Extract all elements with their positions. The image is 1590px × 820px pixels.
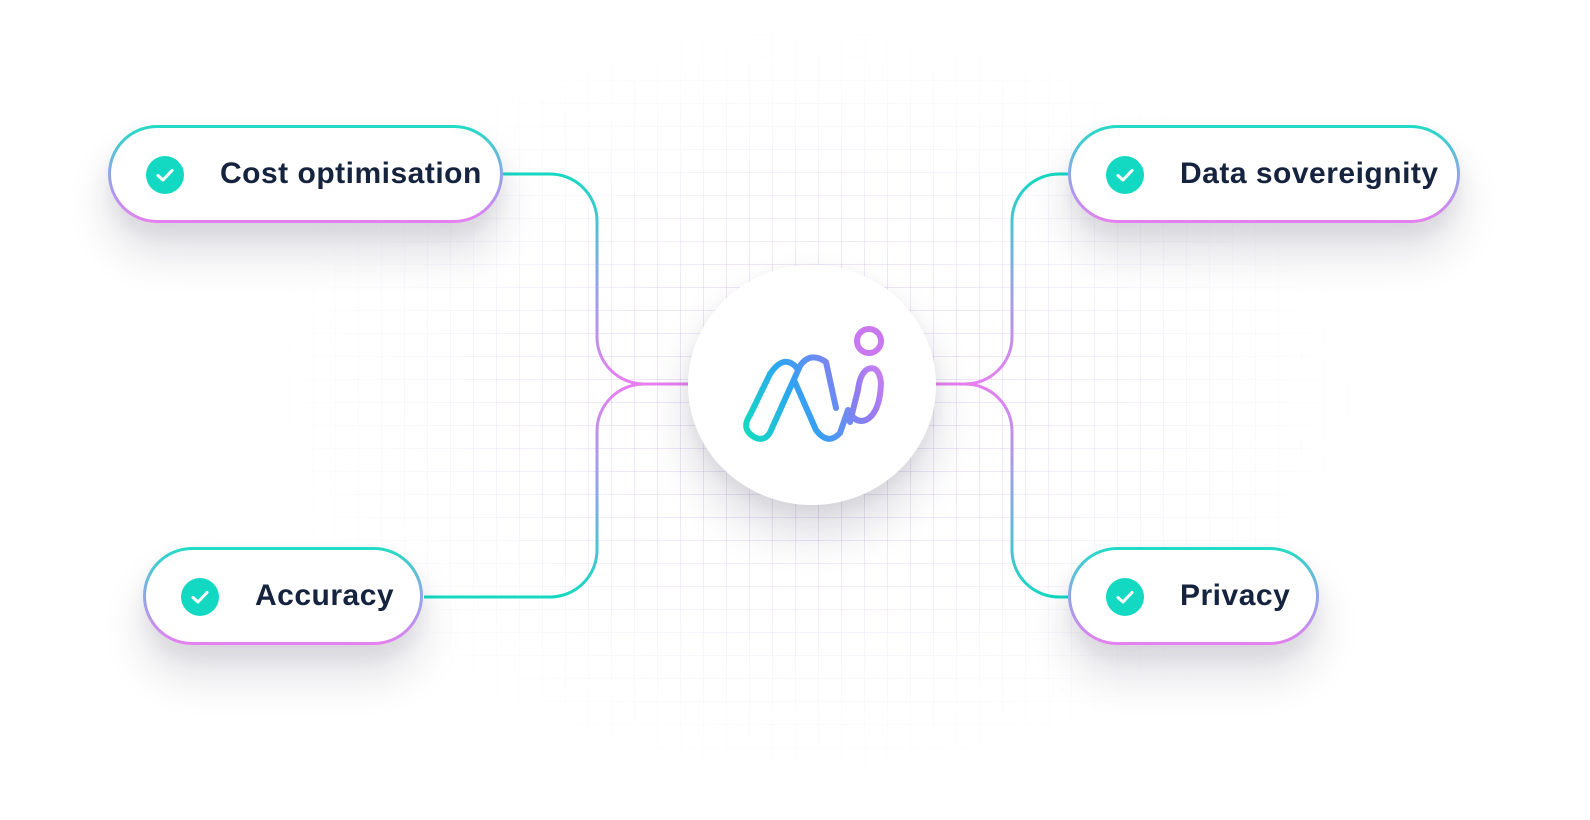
node-cost-optimisation: Cost optimisation — [108, 125, 503, 223]
connector-cost-optimisation — [503, 172, 690, 386]
node-data-sovereignity: Data sovereignity — [1068, 125, 1460, 223]
ni-logo-icon — [743, 326, 884, 442]
node-label: Data sovereignity — [1180, 157, 1439, 190]
hub-logo-circle — [688, 265, 936, 505]
connector-privacy — [964, 382, 1068, 599]
node-accuracy: Accuracy — [143, 547, 423, 645]
connector-data-sovereignity — [934, 172, 1068, 386]
connector-accuracy — [424, 382, 645, 599]
node-label: Accuracy — [255, 579, 395, 612]
node-label: Cost optimisation — [220, 157, 482, 190]
check-circle-icon — [1106, 578, 1144, 616]
check-circle-icon — [1106, 156, 1144, 194]
check-circle-icon — [146, 156, 184, 194]
check-circle-icon — [181, 578, 219, 616]
node-label: Privacy — [1180, 579, 1291, 612]
node-privacy: Privacy — [1068, 547, 1319, 645]
